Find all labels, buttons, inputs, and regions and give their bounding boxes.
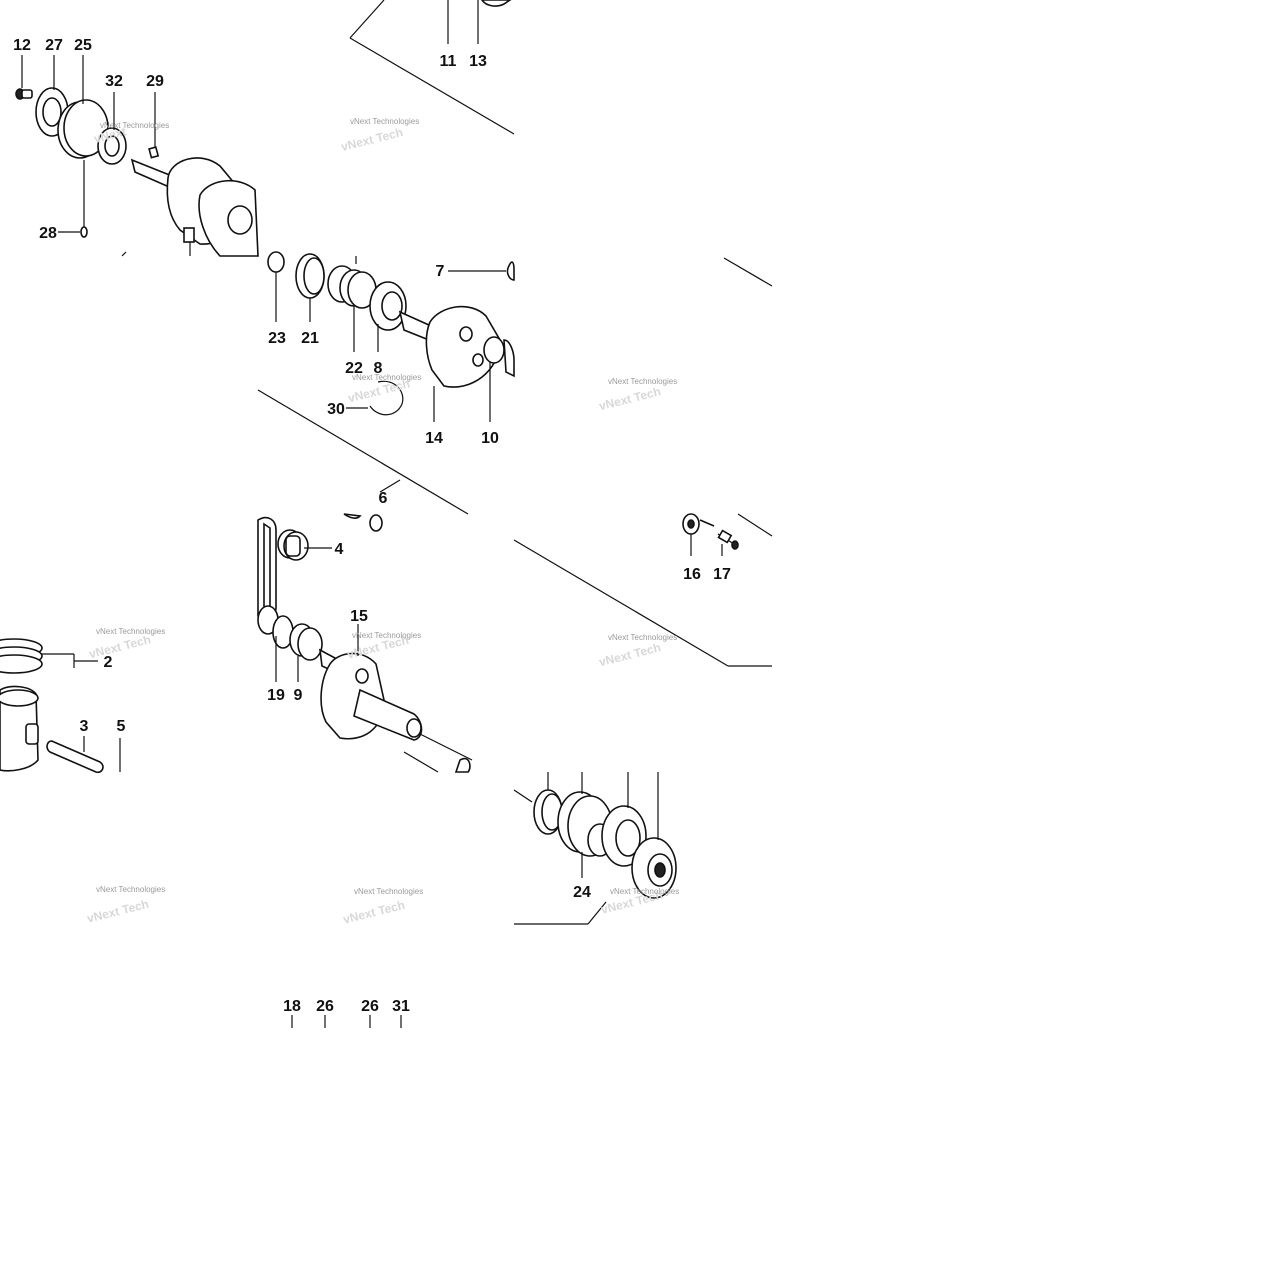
needle-bearing-part (327, 265, 377, 309)
watermark: vNext Tech vNext Technologies (347, 373, 422, 405)
callout-27: 27 (45, 37, 63, 54)
tile-right-bolts: vNext Tech vNext Technologies 16 17 (513, 513, 773, 669)
callout-4: 4 (335, 541, 344, 558)
svg-text:vNext Technologies: vNext Technologies (100, 121, 169, 130)
callout-31: 31 (392, 998, 410, 1015)
tile-piston: vNext Tech vNext Technologies 2 3 5 (0, 627, 166, 774)
piston-rings-part (0, 638, 43, 674)
callout-8: 8 (374, 360, 383, 377)
callout-9: 9 (294, 687, 303, 704)
svg-text:vNext Technologies: vNext Technologies (352, 373, 421, 382)
svg-text:vNext Tech: vNext Tech (340, 125, 405, 154)
watermark: vNext Tech vNext Technologies (599, 887, 679, 917)
svg-text:vNext Technologies: vNext Technologies (610, 887, 679, 896)
crankshaft-part (130, 157, 259, 257)
callout-26: 26 (316, 998, 334, 1015)
callout-5: 5 (117, 718, 126, 735)
callout-30: 30 (327, 401, 345, 418)
callout-12: 12 (13, 37, 31, 54)
tile-crankshaft-right: vNext Tech vNext Technologies 23 21 22 8… (267, 251, 515, 447)
callout-23: 23 (268, 330, 286, 347)
watermark: vNext Tech vNext Technologies (598, 633, 678, 669)
callout-32: 32 (105, 73, 123, 90)
svg-text:vNext Tech: vNext Tech (88, 632, 153, 661)
bearing-part (57, 99, 109, 159)
tile-bearings: vNext Tech vNext Technologies 24 (513, 772, 679, 925)
watermark: vNext Tech vNext Technologies (346, 631, 422, 662)
callout-29: 29 (146, 73, 164, 90)
tile-crankshaft-left: vNext vNext Technologies 12 27 25 32 29 … (13, 37, 259, 257)
bolt-part (15, 88, 33, 100)
svg-text:vNext Tech: vNext Tech (598, 640, 663, 669)
callout-24: 24 (573, 884, 591, 901)
callout-3: 3 (80, 718, 89, 735)
piston-pin-part (46, 740, 104, 774)
piston-part (0, 685, 39, 772)
callout-28: 28 (39, 225, 57, 242)
callout-7: 7 (436, 263, 445, 280)
svg-text:vNext Tech: vNext Tech (598, 384, 663, 413)
watermark: vNext Tech vNext Technologies (86, 885, 166, 926)
tile-connecting-rod: vNext Tech vNext Technologies 6 4 15 19 … (257, 389, 473, 773)
svg-text:vNext Technologies: vNext Technologies (96, 627, 165, 636)
tile-top-middle: vNext Tech vNext Technologies 11 13 (340, 0, 515, 154)
tile-middle-right: vNext Tech vNext Technologies (598, 257, 773, 413)
watermark: vNext Tech vNext Technologies (598, 377, 678, 413)
callout-16: 16 (683, 566, 701, 583)
callout-17: 17 (713, 566, 731, 583)
callout-10: 10 (481, 430, 499, 447)
svg-text:vNext Technologies: vNext Technologies (352, 631, 421, 640)
tile-bottom-labels: 18 26 26 31 (283, 998, 410, 1028)
callout-18: 18 (283, 998, 301, 1015)
svg-text:vNext Tech: vNext Tech (86, 897, 151, 926)
washer-part (483, 336, 505, 364)
circlip-part (369, 380, 404, 416)
callout-14: 14 (425, 430, 443, 447)
bolt-part (717, 529, 739, 550)
watermark: vNext Tech vNext Technologies (88, 627, 166, 661)
crank-web-part (398, 305, 501, 388)
svg-text:vNext Technologies: vNext Technologies (96, 885, 165, 894)
watermark: vNext Tech vNext Technologies (342, 887, 424, 927)
connecting-rod-part (257, 513, 362, 619)
crank-web-part (319, 648, 473, 773)
oil-seal-part (631, 837, 677, 899)
callout-11: 11 (440, 53, 457, 70)
callout-13: 13 (469, 53, 487, 70)
callout-6: 6 (379, 490, 388, 507)
callout-26-second: 26 (361, 998, 379, 1015)
ring-part (80, 226, 88, 238)
watermark: vNext vNext Technologies (92, 121, 169, 146)
callout-19: 19 (267, 687, 285, 704)
callout-25: 25 (74, 37, 92, 54)
svg-text:vNext Technologies: vNext Technologies (608, 377, 677, 386)
svg-text:vNext Tech: vNext Tech (342, 898, 407, 927)
callout-15: 15 (350, 608, 368, 625)
svg-text:vNext Technologies: vNext Technologies (350, 117, 419, 126)
svg-text:vNext Technologies: vNext Technologies (354, 887, 423, 896)
needle-bearing-part (277, 529, 309, 561)
key-part (148, 146, 160, 159)
callout-21: 21 (301, 330, 319, 347)
callout-22: 22 (345, 360, 363, 377)
callout-2: 2 (104, 654, 113, 671)
svg-text:vNext Technologies: vNext Technologies (608, 633, 677, 642)
watermark: vNext Tech vNext Technologies (340, 117, 420, 154)
